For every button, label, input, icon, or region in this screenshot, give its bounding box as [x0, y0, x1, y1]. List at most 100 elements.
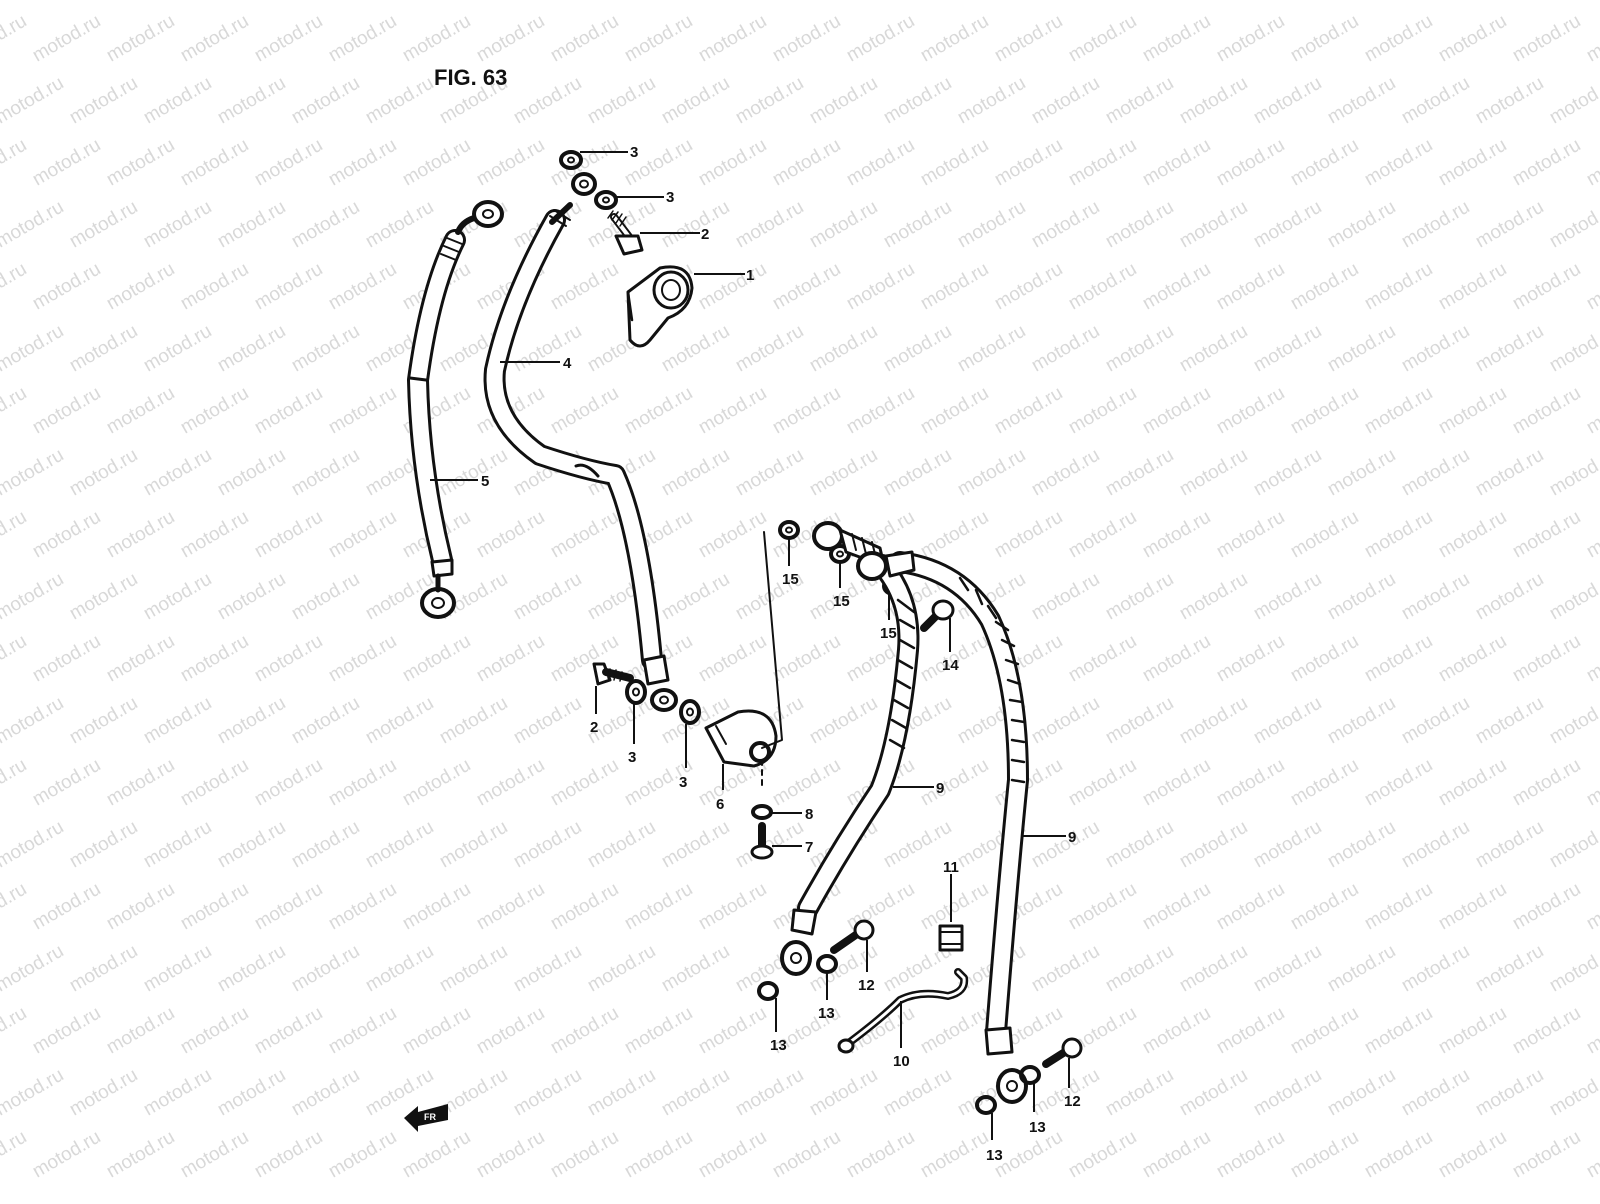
watermark-text: motod.ru: [1472, 941, 1547, 997]
watermark-text: motod.ru: [584, 941, 659, 997]
watermark-text: motod.ru: [1139, 259, 1214, 315]
watermark-text: motod.ru: [732, 0, 807, 4]
watermark-text: motod.ru: [1139, 11, 1214, 67]
leader-lines: [430, 151, 1070, 1140]
watermark-text: motod.ru: [843, 383, 918, 439]
watermark-text: motod.ru: [1472, 817, 1547, 873]
watermark-text: motod.ru: [1102, 445, 1177, 501]
watermark-text: motod.ru: [806, 0, 881, 4]
watermark-text: motod.ru: [917, 135, 992, 191]
watermark-text: motod.ru: [510, 941, 585, 997]
watermark-text: motod.ru: [547, 383, 622, 439]
watermark-text: motod.ru: [1139, 631, 1214, 687]
watermark-text: motod.ru: [1509, 631, 1584, 687]
watermark-text: motod.ru: [880, 73, 955, 129]
watermark-text: motod.ru: [1583, 1127, 1600, 1183]
watermark-text: motod.ru: [1287, 1127, 1362, 1183]
watermark-text: motod.ru: [1287, 755, 1362, 811]
watermark-text: motod.ru: [251, 1003, 326, 1059]
part-3-washer-lower-2: [679, 699, 701, 725]
watermark-text: motod.ru: [0, 1003, 30, 1059]
watermark-text: motod.ru: [917, 1003, 992, 1059]
watermark-text: motod.ru: [1361, 1003, 1436, 1059]
watermark-text: motod.ru: [510, 1065, 585, 1121]
watermark-text: motod.ru: [1583, 879, 1600, 935]
watermark-text: motod.ru: [473, 631, 548, 687]
watermark-text: motod.ru: [1213, 755, 1288, 811]
watermark-text: motod.ru: [1583, 135, 1600, 191]
watermark-text: motod.ru: [325, 259, 400, 315]
watermark-text: motod.ru: [288, 817, 363, 873]
watermark-text: motod.ru: [954, 445, 1029, 501]
watermark-text: motod.ru: [1287, 11, 1362, 67]
watermark-text: motod.ru: [1250, 73, 1325, 129]
watermark-text: motod.ru: [177, 879, 252, 935]
watermark-text: motod.ru: [0, 941, 67, 997]
watermark-text: motod.ru: [1324, 0, 1399, 4]
watermark-text: motod.ru: [658, 0, 733, 4]
watermark-text: motod.ru: [325, 879, 400, 935]
watermark-text: motod.ru: [1213, 1003, 1288, 1059]
watermark-text: motod.ru: [1213, 11, 1288, 67]
watermark-text: motod.ru: [1176, 1065, 1251, 1121]
callout-label-9: 9: [936, 780, 944, 797]
part-4-brake-hose-long: [483, 172, 678, 712]
watermark-text: motod.ru: [806, 197, 881, 253]
watermark-text: motod.ru: [1509, 383, 1584, 439]
part-11-grommet: [938, 924, 964, 952]
watermark-text: motod.ru: [843, 259, 918, 315]
watermark-text: motod.ru: [29, 1003, 104, 1059]
watermark-text: motod.ru: [1065, 879, 1140, 935]
watermark-text: motod.ru: [1361, 879, 1436, 935]
callout-label-2: 2: [590, 719, 598, 736]
watermark-text: motod.ru: [399, 11, 474, 67]
watermark-text: motod.ru: [1583, 507, 1600, 563]
watermark-text: motod.ru: [177, 11, 252, 67]
watermark-text: motod.ru: [695, 507, 770, 563]
watermark-text: motod.ru: [140, 941, 215, 997]
watermark-text: motod.ru: [1583, 755, 1600, 811]
watermark-text: motod.ru: [103, 11, 178, 67]
watermark-text: motod.ru: [1176, 197, 1251, 253]
watermark-text: motod.ru: [917, 383, 992, 439]
watermark-text: motod.ru: [695, 135, 770, 191]
watermark-text: motod.ru: [66, 817, 141, 873]
watermark-text: motod.ru: [214, 445, 289, 501]
watermark-text: motod.ru: [880, 197, 955, 253]
watermark-text: motod.ru: [29, 507, 104, 563]
callout-label-9: 9: [1068, 829, 1076, 846]
watermark-text: motod.ru: [0, 0, 67, 4]
watermark-text: motod.ru: [66, 0, 141, 4]
watermark-text: motod.ru: [214, 73, 289, 129]
watermark-text: motod.ru: [547, 11, 622, 67]
part-5-brake-hose-short: [407, 200, 504, 619]
watermark-text: motod.ru: [1065, 135, 1140, 191]
watermark-text: motod.ru: [806, 693, 881, 749]
watermark-text: motod.ru: [1102, 817, 1177, 873]
watermark-text: motod.ru: [1287, 879, 1362, 935]
watermark-text: motod.ru: [251, 1127, 326, 1183]
watermark-text: motod.ru: [140, 693, 215, 749]
watermark-text: motod.ru: [362, 817, 437, 873]
watermark-text: motod.ru: [325, 1003, 400, 1059]
callout-label-7: 7: [805, 839, 813, 856]
watermark-text: motod.ru: [954, 73, 1029, 129]
watermark-text: motod.ru: [436, 0, 511, 4]
watermark-text: motod.ru: [214, 321, 289, 377]
watermark-text: motod.ru: [1028, 941, 1103, 997]
watermark-text: motod.ru: [732, 1065, 807, 1121]
front-marker-label: FR: [424, 1112, 436, 1122]
watermark-text: motod.ru: [1176, 817, 1251, 873]
watermark-text: motod.ru: [1213, 383, 1288, 439]
watermark-text: motod.ru: [917, 259, 992, 315]
figure-title: FIG. 63: [434, 65, 507, 90]
watermark-text: motod.ru: [621, 383, 696, 439]
watermark-text: motod.ru: [1139, 1127, 1214, 1183]
watermark-text: motod.ru: [769, 631, 844, 687]
watermark-text: motod.ru: [1361, 11, 1436, 67]
watermark-text: motod.ru: [29, 11, 104, 67]
callout-label-5: 5: [481, 473, 489, 490]
part-12-bolt-upper: [830, 919, 875, 954]
watermark-text: motod.ru: [547, 1003, 622, 1059]
